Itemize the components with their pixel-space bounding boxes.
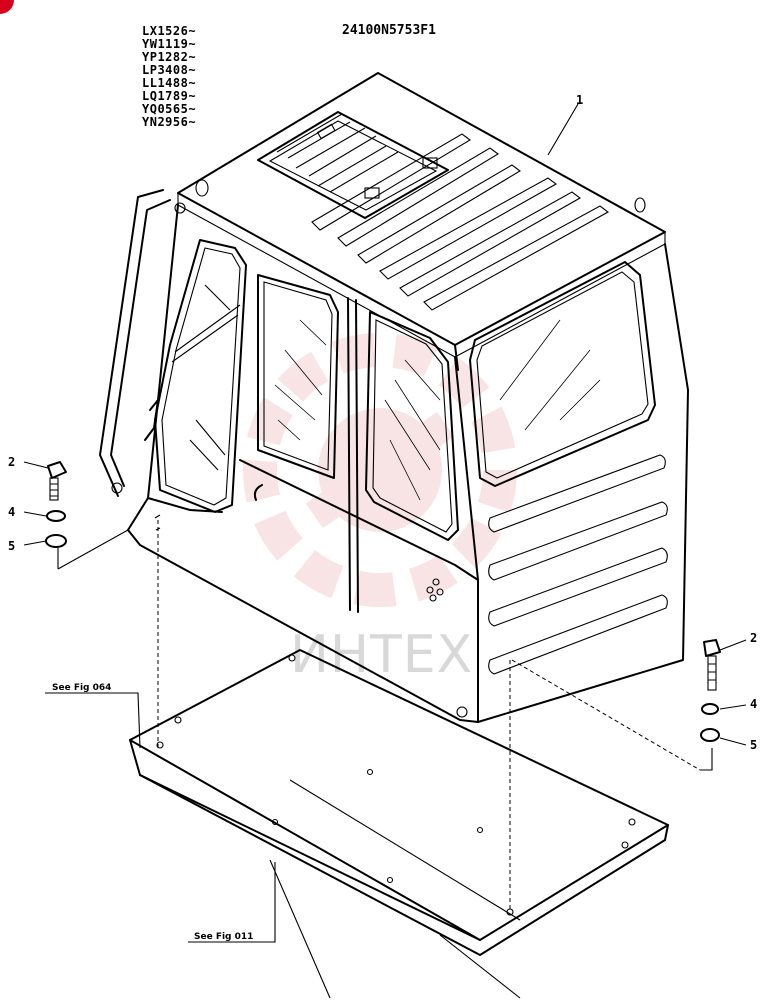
callout-3: 2: [8, 455, 15, 469]
callout-5-right: 5: [750, 738, 757, 752]
serial-8: YN2956~: [142, 115, 196, 129]
cab-roof: [177, 72, 666, 346]
watermark-text: ИНТЕХ: [290, 625, 473, 685]
rear-window: [469, 261, 656, 487]
serial-2: YW1119~: [142, 37, 196, 51]
serial-5: LL1488~: [142, 76, 196, 90]
serial-6: LQ1789~: [142, 89, 196, 103]
cab-rear-panel: [477, 243, 689, 723]
ref-fig-064: See Fig 064: [52, 683, 111, 693]
roof-hatch: [257, 111, 449, 219]
fasteners-left: [23, 461, 129, 570]
serial-list: LX1526~ YW1119~ YP1282~ LP3408~ LL1488~ …: [142, 24, 196, 129]
callout-4-left: 4: [8, 505, 15, 519]
fasteners-right: [700, 639, 747, 771]
part-number: 24100N5753F1: [342, 23, 436, 38]
side-window: [365, 311, 459, 541]
ref-fig-011: See Fig 011: [194, 932, 253, 942]
door-handle: [253, 484, 263, 501]
serial-3: YP1282~: [142, 50, 196, 64]
callout-1: 1: [576, 93, 583, 107]
serial-1: LX1526~: [142, 24, 196, 38]
cab-front-frame: [147, 204, 223, 513]
callout-4-right: 4: [750, 697, 757, 711]
serial-7: YQ0565~: [142, 102, 196, 116]
front-window: [154, 239, 247, 513]
cab-assembly: [99, 72, 689, 723]
callout-5-left: 5: [8, 539, 15, 553]
serial-4: LP3408~: [142, 63, 196, 77]
floor-plate: [129, 649, 669, 999]
corner-mark: [0, 0, 14, 14]
leader-1: [547, 103, 579, 156]
rear-ribs: [488, 454, 668, 675]
watermark-logo: [243, 333, 517, 607]
door-window: [257, 274, 339, 479]
callout-2: 2: [750, 631, 757, 645]
roof-ribs: [276, 113, 610, 311]
